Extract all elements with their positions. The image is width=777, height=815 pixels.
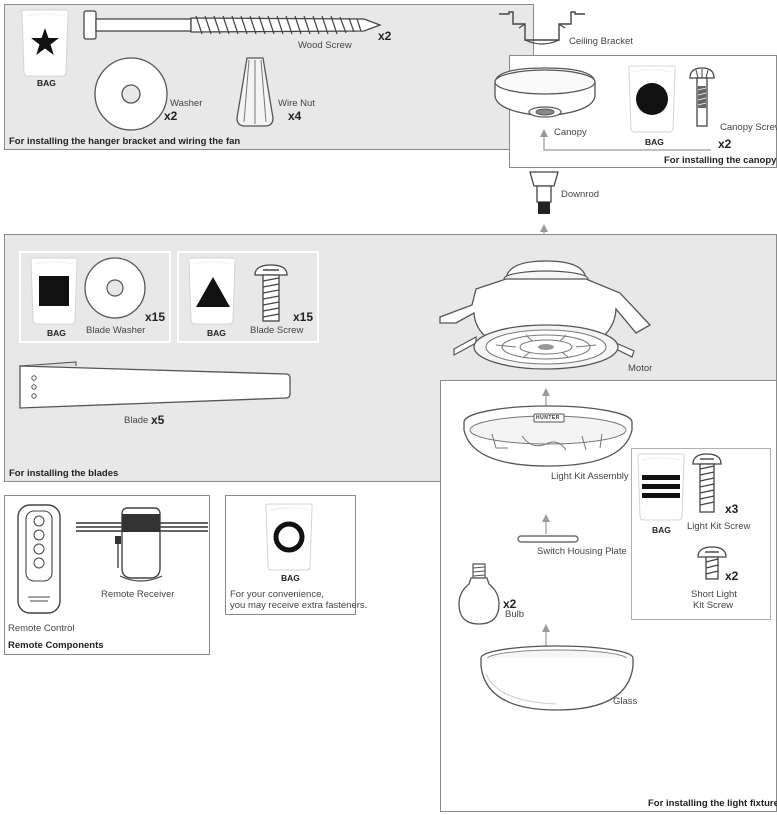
short-light-kit-screw-label-line2: Kit Screw [693, 600, 734, 611]
blade-washer-label: Blade Washer [86, 325, 146, 336]
bulb-qty: x2 [503, 597, 517, 611]
canopy-illustration [494, 67, 596, 118]
remote-control-illustration [17, 504, 61, 614]
canopy-section-caption: For installing the canopy [664, 155, 777, 166]
remote-control-label: Remote Control [8, 623, 75, 634]
blade-washer-qty: x15 [145, 310, 166, 324]
hanger-section-caption: For installing the hanger bracket and wi… [9, 136, 241, 147]
blade-screw-bag-label: BAG [207, 328, 226, 338]
wire-nut-illustration [236, 57, 274, 127]
triangle-icon [196, 277, 230, 307]
blade-washer-bag-label: BAG [47, 328, 66, 338]
light-screws-bag-label: BAG [652, 525, 671, 535]
blade-illustration [19, 361, 291, 409]
wood-screw-label: Wood Screw [298, 40, 352, 51]
short-light-kit-screw-illustration [697, 546, 727, 580]
light-kit-assembly-label: Light Kit Assembly [551, 471, 629, 482]
blade-label: Blade [124, 415, 149, 426]
short-light-kit-screw-qty: x2 [725, 569, 739, 583]
switch-plate-arrow [542, 514, 550, 534]
washer-illustration [94, 57, 168, 131]
glass-illustration [480, 645, 634, 711]
canopy-label: Canopy [554, 127, 587, 138]
canopy-screw-arrow [540, 129, 711, 151]
ceiling-bracket-illustration [499, 11, 585, 45]
wood-screw-qty: x2 [378, 29, 392, 43]
glass-arrow [542, 624, 550, 646]
square-icon [39, 276, 69, 306]
star-icon [31, 28, 59, 55]
wire-nut-qty: x4 [288, 109, 302, 123]
light-fixture-section-caption: For installing the light fixture [648, 798, 777, 809]
remote-receiver-label: Remote Receiver [101, 589, 175, 600]
canopy-screw-qty: x2 [718, 137, 732, 151]
light-kit-assembly-illustration [463, 405, 633, 467]
wood-screw-illustration [83, 10, 382, 40]
washer-qty: x2 [164, 109, 178, 123]
canopy-bag-label: BAG [645, 137, 664, 147]
remote-components-caption: Remote Components [8, 640, 104, 651]
light-kit-screw-illustration [692, 453, 722, 513]
extra-fasteners-note-line1: For your convenience, [230, 589, 324, 600]
remote-receiver-illustration [76, 507, 208, 582]
downrod-illustration [529, 171, 559, 214]
blade-screw-label: Blade Screw [250, 325, 304, 336]
ceiling-bracket-label: Ceiling Bracket [569, 36, 633, 47]
switch-housing-plate-label: Switch Housing Plate [537, 546, 627, 557]
blade-screw-qty: x15 [293, 310, 314, 324]
bulb-label: Bulb [505, 609, 525, 620]
blades-section-caption: For installing the blades [9, 468, 119, 479]
blade-screw-illustration [254, 264, 288, 322]
hanger-bag-label: BAG [37, 78, 56, 88]
bulb-illustration [458, 563, 500, 625]
circle-icon [636, 83, 668, 115]
canopy-screw-label: Canopy Screw [720, 122, 777, 133]
downrod-label: Downrod [561, 189, 600, 200]
switch-housing-plate-illustration [517, 535, 579, 543]
three-bars-icon [642, 475, 680, 498]
motor-label: Motor [628, 363, 653, 374]
extra-fasteners-bag-label: BAG [281, 573, 300, 583]
light-kit-screw-qty: x3 [725, 502, 739, 516]
extra-fasteners-note-line2: you may receive extra fasteners. [230, 600, 368, 611]
blade-washer-illustration [84, 257, 146, 319]
blade-qty: x5 [151, 413, 165, 427]
light-kit-screw-label: Light Kit Screw [687, 521, 751, 532]
short-light-kit-screw-label-line1: Short Light [691, 589, 737, 600]
motor-illustration [439, 260, 652, 370]
canopy-screw-illustration [689, 67, 715, 127]
washer-label: Washer [170, 98, 203, 109]
ring-icon [273, 521, 305, 553]
light-kit-brand: HUNTER [536, 415, 560, 421]
wire-nut-label: Wire Nut [278, 98, 315, 109]
glass-label: Glass [613, 696, 638, 707]
